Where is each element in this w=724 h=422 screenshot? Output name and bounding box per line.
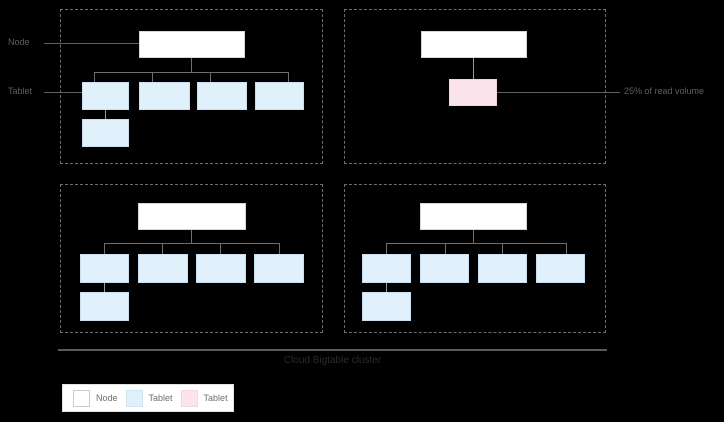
- legend-item-node: Node: [73, 389, 118, 407]
- tablet-box-1-5: [82, 119, 129, 147]
- node-group-top-right: [344, 9, 606, 164]
- tablet-box-1-1: [82, 82, 129, 110]
- legend: Node Tablet Tablet: [62, 384, 234, 412]
- tablet-drop-3-1: [104, 243, 105, 254]
- tablet-drop-3-5: [104, 283, 105, 292]
- tablet-box-3-4: [254, 254, 304, 283]
- node-trunk-2: [473, 58, 474, 79]
- tablet-box-3-3: [196, 254, 246, 283]
- node-group-bottom-right: [344, 184, 606, 333]
- node-trunk-3: [191, 230, 192, 243]
- tablet-callout-leader: [44, 92, 84, 93]
- tablet-drop-1-3: [210, 72, 211, 82]
- cluster-caption: Cloud Bigtable cluster: [283, 355, 382, 366]
- hot-tablet-swatch-icon: [180, 389, 198, 407]
- node-box-3: [138, 203, 246, 230]
- hot-tablet-callout-label: 25% of read volume: [624, 86, 705, 96]
- tablet-swatch-icon: [125, 389, 143, 407]
- node-callout-leader: [44, 43, 139, 44]
- tablet-drop-4-1: [386, 243, 387, 254]
- tablet-drop-3-2: [162, 243, 163, 254]
- node-group-top-left: [60, 9, 323, 164]
- tablet-box-4-2: [420, 254, 469, 283]
- cluster-divider: [58, 349, 607, 351]
- legend-item-tablet: Tablet: [125, 389, 173, 407]
- tablet-box-4-1: [362, 254, 411, 283]
- tablet-box-4-3: [478, 254, 527, 283]
- tablet-drop-4-4: [566, 243, 567, 254]
- tablet-drop-3-4: [279, 243, 280, 254]
- tablet-bus-4: [386, 243, 566, 244]
- tablet-bus-1: [94, 72, 288, 73]
- tablet-box-1-2: [139, 82, 190, 110]
- legend-item-hot-tablet: Tablet: [180, 389, 228, 407]
- tablet-box-3-1: [80, 254, 129, 283]
- tablet-bus-3: [104, 243, 279, 244]
- tablet-drop-4-5: [386, 283, 387, 292]
- node-box-1: [139, 31, 245, 58]
- tablet-drop-1-1: [94, 72, 95, 82]
- tablet-callout-label: Tablet: [8, 86, 33, 96]
- tablet-box-4-5: [362, 292, 411, 321]
- node-callout-label: Node: [8, 37, 30, 47]
- tablet-drop-4-3: [502, 243, 503, 254]
- tablet-drop-1-4: [288, 72, 289, 82]
- tablet-drop-3-3: [220, 243, 221, 254]
- legend-label-hot-tablet: Tablet: [203, 392, 228, 403]
- node-trunk-4: [473, 230, 474, 243]
- node-box-4: [420, 203, 527, 230]
- tablet-drop-1-5: [105, 110, 106, 119]
- hot-tablet-callout-leader: [497, 92, 620, 93]
- tablet-box-1-3: [197, 82, 247, 110]
- tablet-drop-4-2: [445, 243, 446, 254]
- node-box-2: [421, 31, 527, 58]
- tablet-box-4-4: [536, 254, 585, 283]
- tablet-box-1-4: [255, 82, 304, 110]
- node-trunk-1: [191, 58, 192, 72]
- node-group-bottom-left: [60, 184, 323, 333]
- legend-label-tablet: Tablet: [148, 392, 173, 403]
- legend-label-node: Node: [96, 392, 118, 403]
- hot-tablet-box-2-1: [449, 79, 497, 106]
- node-swatch-icon: [73, 389, 90, 407]
- tablet-drop-1-2: [152, 72, 153, 82]
- tablet-box-3-5: [80, 292, 129, 321]
- tablet-box-3-2: [138, 254, 188, 283]
